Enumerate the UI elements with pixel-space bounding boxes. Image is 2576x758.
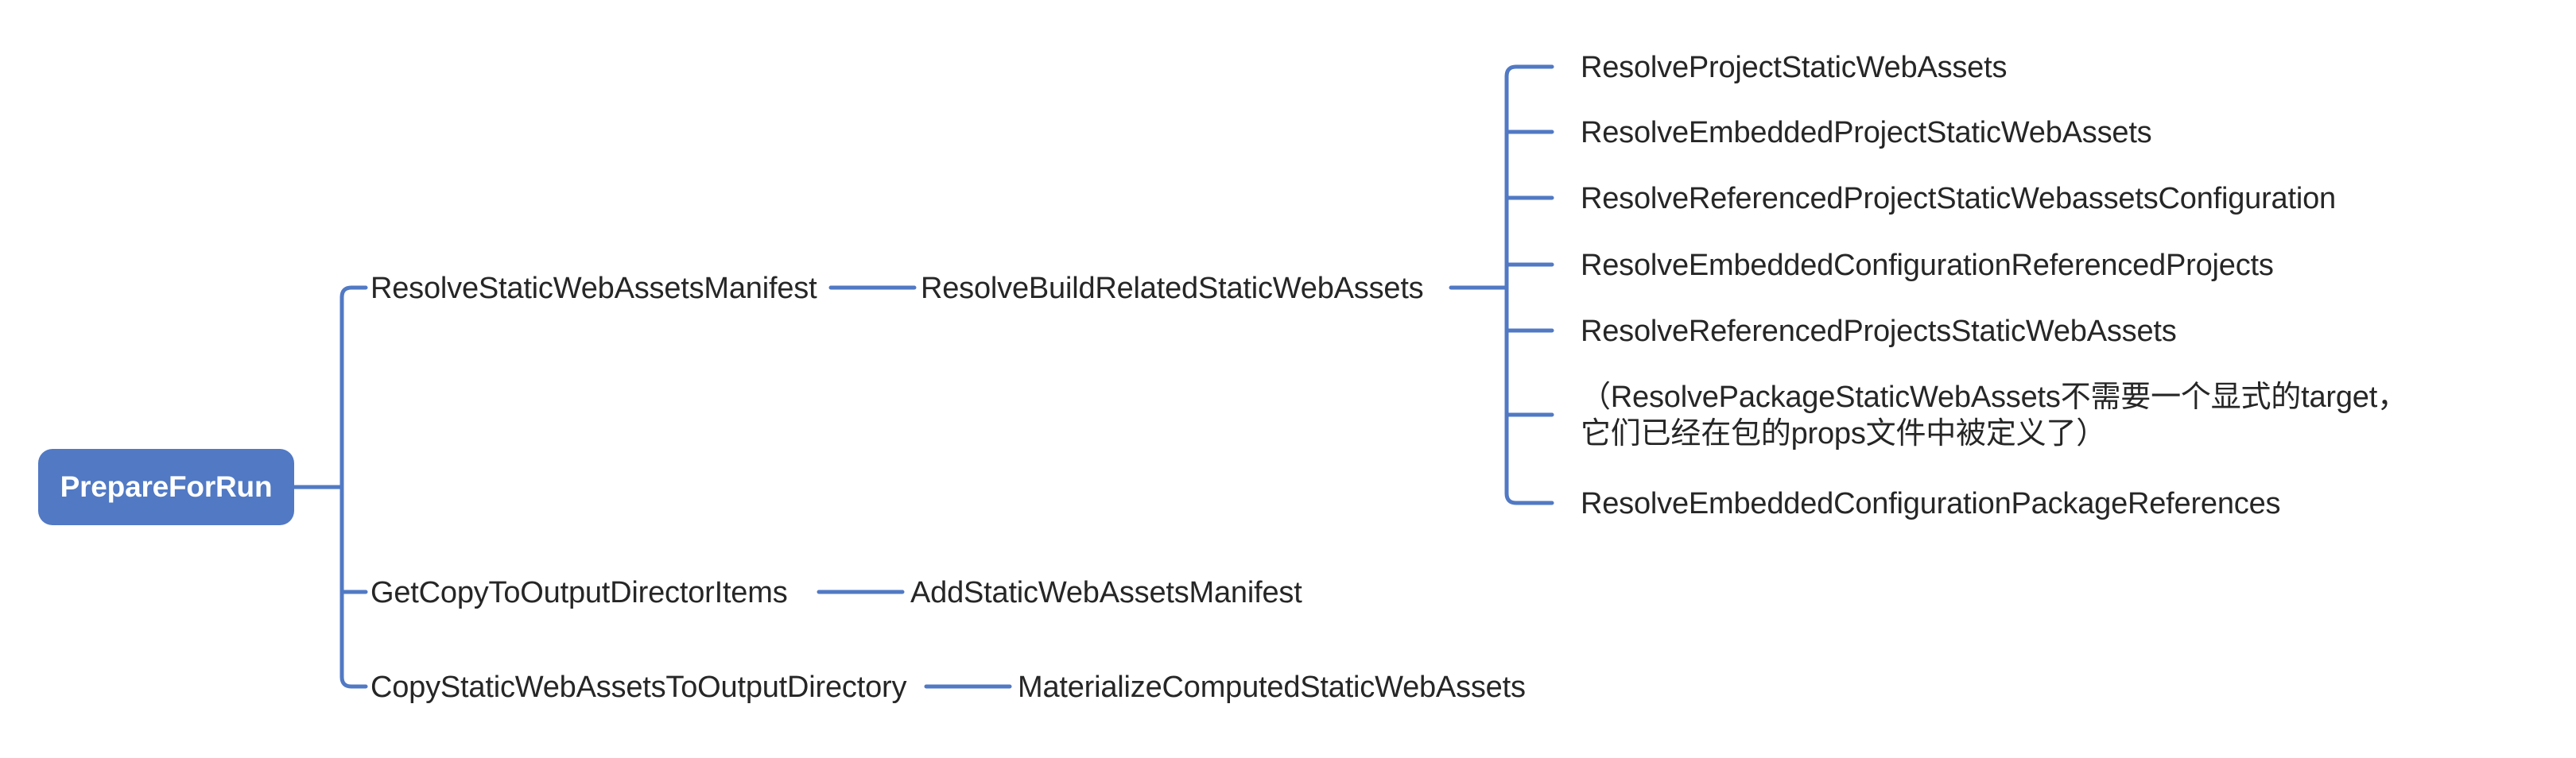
node-copy-static-web-assets-to-output-directory[interactable]: CopyStaticWebAssetsToOutputDirectory: [370, 671, 907, 704]
node-resolve-static-web-assets-manifest[interactable]: ResolveStaticWebAssetsManifest: [370, 272, 817, 305]
node-resolve-referenced-projects-static-web-assets[interactable]: ResolveReferencedProjectsStaticWebAssets: [1581, 315, 2177, 348]
node-resolve-project-static-web-assets[interactable]: ResolveProjectStaticWebAssets: [1581, 51, 2008, 84]
connector-spine-level1: [339, 285, 368, 689]
node-materialize-computed-static-web-assets[interactable]: MaterializeComputedStaticWebAssets: [1018, 671, 1526, 704]
node-add-static-web-assets-manifest[interactable]: AddStaticWebAssetsManifest: [910, 576, 1302, 609]
node-get-copy-to-output-director-items[interactable]: GetCopyToOutputDirectorItems: [370, 576, 788, 609]
node-resolve-package-static-web-assets-note[interactable]: （ResolvePackageStaticWebAssets不需要一个显式的ta…: [1581, 381, 2407, 451]
root-node-prepare-for-run[interactable]: PrepareForRun: [38, 449, 294, 525]
node-resolve-embedded-configuration-referenced-projects[interactable]: ResolveEmbeddedConfigurationReferencedPr…: [1581, 249, 2274, 282]
root-node-label: PrepareForRun: [60, 470, 273, 503]
connector-spine-level3: [1504, 64, 1554, 505]
node-resolve-referenced-project-static-webassets-configuration[interactable]: ResolveReferencedProjectStaticWebassetsC…: [1581, 182, 2336, 215]
node-resolve-build-related-static-web-assets[interactable]: ResolveBuildRelatedStaticWebAssets: [921, 272, 1424, 305]
node-resolve-embedded-project-static-web-assets[interactable]: ResolveEmbeddedProjectStaticWebAssets: [1581, 116, 2152, 149]
node-resolve-embedded-configuration-package-references[interactable]: ResolveEmbeddedConfigurationPackageRefer…: [1581, 487, 2281, 520]
